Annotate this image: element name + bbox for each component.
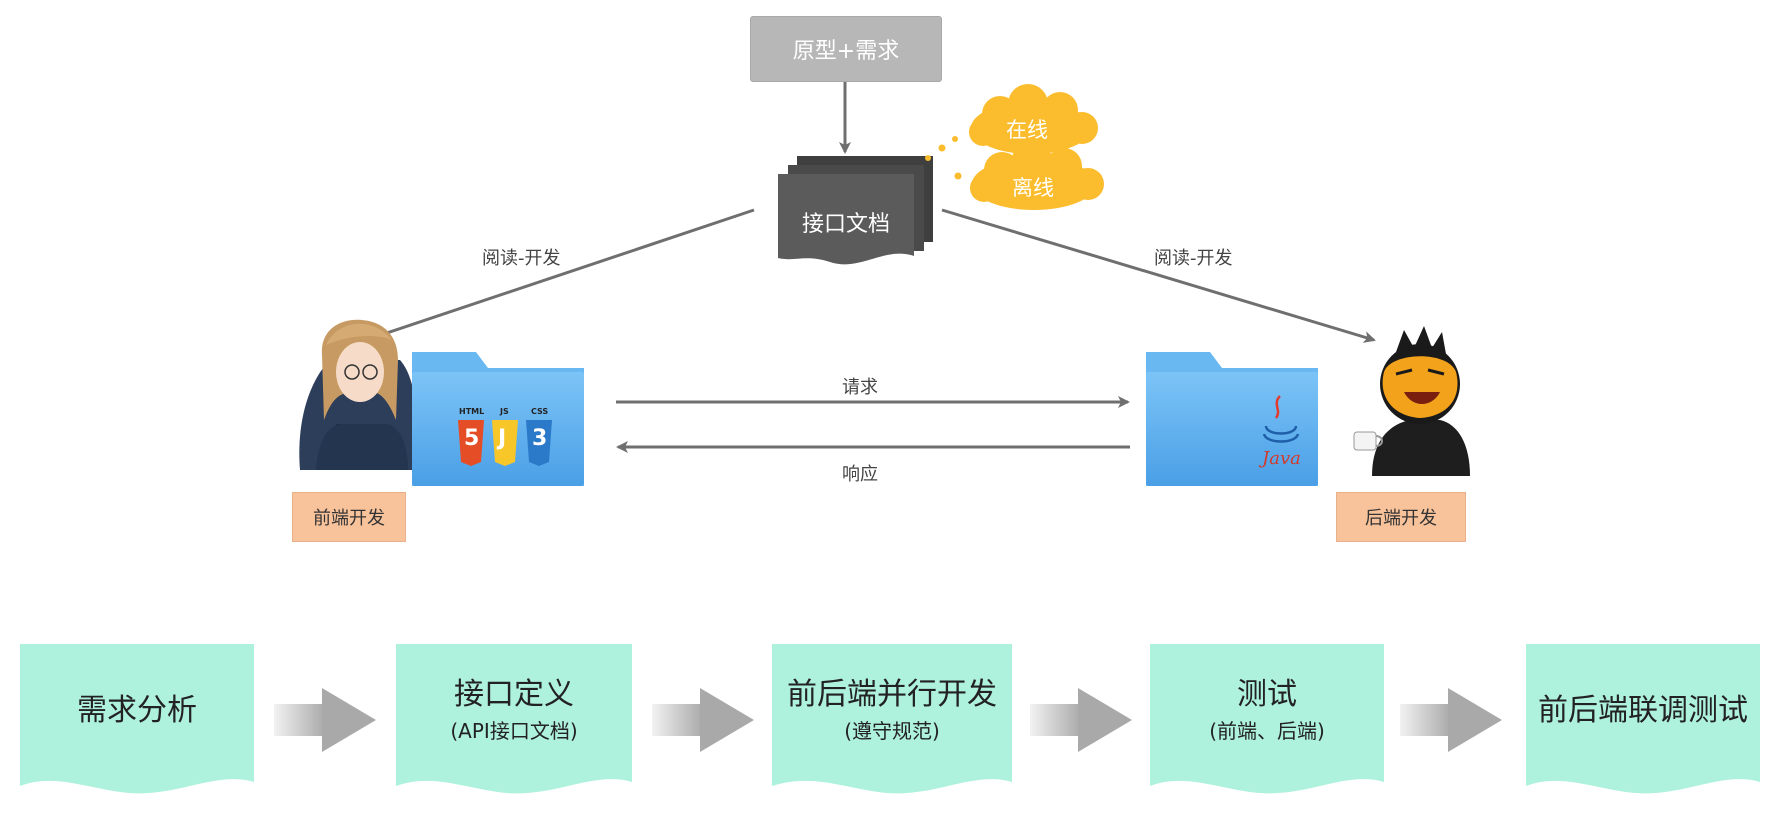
backend-folder-icon	[1146, 352, 1318, 486]
arrow-doc-to-backend	[941, 208, 1376, 343]
doc-stack-icon	[778, 156, 933, 265]
frontend-avatar	[299, 319, 418, 470]
step-shape-2	[396, 644, 632, 794]
cloud-dots	[925, 136, 962, 180]
step-shape-5	[1526, 644, 1760, 794]
arrow-doc-to-frontend	[364, 208, 755, 343]
backend-role-tag: 后端开发	[1336, 492, 1466, 542]
frontend-role-tag: 前端开发	[292, 492, 406, 542]
online-label: 在线	[1006, 118, 1048, 142]
step-4: 测试 (前端、后端)	[1150, 648, 1384, 774]
prototype-requirements-label: 原型+需求	[792, 39, 900, 64]
step-4-title: 测试	[1237, 677, 1297, 712]
frontend-role-label: 前端开发	[313, 508, 385, 529]
html-badge-label: HTML	[459, 407, 485, 416]
step-arrow-2	[652, 688, 754, 752]
step-2-subtitle: (API接口文档)	[450, 719, 578, 743]
step-5: 前后端联调测试	[1526, 648, 1760, 774]
html5-glyph: 5	[464, 426, 480, 451]
step-1-title: 需求分析	[77, 693, 197, 728]
backend-avatar	[1353, 326, 1470, 476]
step-1: 需求分析	[20, 648, 254, 774]
backend-role-label: 后端开发	[1365, 508, 1437, 529]
js-glyph: J	[498, 426, 507, 451]
java-logo-text: Java	[1262, 448, 1301, 469]
step-shape-4	[1150, 644, 1384, 794]
api-doc-label: 接口文档	[802, 212, 891, 237]
css3-glyph: 3	[532, 426, 548, 451]
step-2-title: 接口定义	[454, 677, 574, 712]
step-3: 前后端并行开发 (遵守规范)	[772, 648, 1012, 774]
frontend-folder-icon	[412, 352, 584, 486]
css3-icon	[526, 420, 552, 466]
step-5-title: 前后端联调测试	[1538, 693, 1748, 728]
prototype-requirements-box: 原型+需求	[750, 16, 942, 82]
js-badge-label: JS	[500, 407, 509, 416]
java-cup-icon	[1262, 395, 1300, 443]
request-label: 请求	[842, 377, 878, 398]
step-arrow-1	[274, 688, 376, 752]
read-dev-label-left: 阅读-开发	[482, 248, 561, 269]
read-dev-label-right: 阅读-开发	[1154, 248, 1233, 269]
step-4-subtitle: (前端、后端)	[1209, 719, 1325, 743]
step-shape-1	[20, 644, 254, 794]
step-arrow-3	[1030, 688, 1132, 752]
response-label: 响应	[842, 464, 878, 485]
offline-label: 离线	[1012, 176, 1054, 200]
step-3-title: 前后端并行开发	[787, 677, 997, 712]
step-shape-3	[772, 644, 1012, 794]
offline-cloud-icon	[970, 140, 1104, 210]
step-3-subtitle: (遵守规范)	[844, 719, 940, 743]
step-2: 接口定义 (API接口文档)	[396, 648, 632, 774]
step-arrow-4	[1400, 688, 1502, 752]
css-badge-label: CSS	[531, 407, 549, 416]
js-icon	[492, 420, 518, 466]
html5-icon	[458, 420, 484, 466]
online-cloud-icon	[969, 84, 1098, 154]
